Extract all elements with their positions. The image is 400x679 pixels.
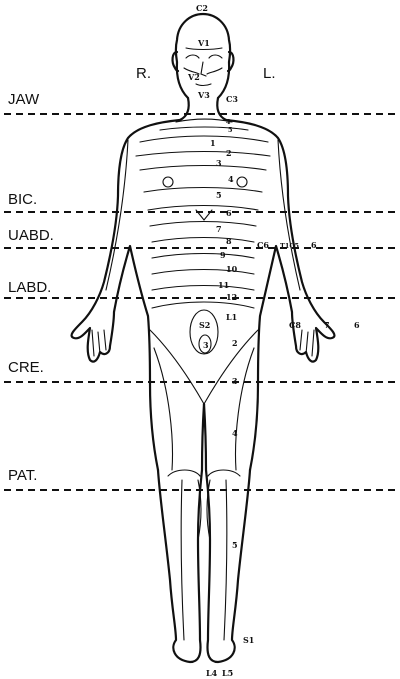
label-t4-neck: 4	[226, 118, 231, 126]
label-t5-neck: 5	[228, 126, 233, 134]
dermatome-bands	[106, 119, 300, 640]
mouth	[196, 84, 211, 86]
jaw-level-label: JAW	[8, 91, 40, 108]
label-c2: C2	[196, 3, 208, 13]
label-t10: 10	[226, 264, 238, 274]
label-l2: 2	[232, 338, 238, 348]
label-arm-6: 6	[311, 240, 317, 250]
label-s3: 3	[203, 340, 209, 350]
right-nipple	[163, 177, 173, 187]
labd-level-label: LABD.	[8, 279, 51, 296]
left-eye	[209, 55, 222, 58]
cre-level-label: CRE.	[8, 359, 44, 376]
label-t11: 11	[218, 280, 229, 290]
label-t6: 6	[226, 208, 232, 218]
label-t9: 9	[220, 250, 226, 260]
left-knee	[208, 470, 240, 476]
label-hand-6: 6	[354, 320, 360, 330]
label-l5: 5	[232, 540, 238, 550]
label-l4: 4	[232, 428, 238, 438]
label-t8: 8	[226, 236, 232, 246]
label-c7: 7	[324, 320, 330, 330]
body-outline	[72, 14, 335, 662]
left-nipple	[237, 177, 247, 187]
label-c3: C3	[226, 94, 238, 104]
label-t5: 5	[216, 190, 222, 200]
label-c6: C6	[257, 240, 269, 250]
bic-level-label: BIC.	[8, 191, 37, 208]
left-side-label: L.	[263, 65, 276, 82]
label-t12: 12	[226, 292, 237, 302]
label-foot-l5: L5	[222, 668, 233, 678]
neck-outline	[180, 98, 226, 120]
right-knee	[168, 470, 200, 476]
label-t7: 7	[216, 224, 222, 234]
trigeminal-division-lines	[184, 48, 222, 74]
label-t1c5: T1C5	[280, 242, 300, 250]
label-s2: S2	[199, 320, 210, 330]
label-t3: 3	[216, 158, 222, 168]
label-c8: C8	[289, 320, 301, 330]
nose	[201, 62, 206, 76]
label-l3: 3	[232, 376, 238, 386]
label-t1: 1	[210, 138, 216, 148]
label-l1: L1	[226, 312, 237, 322]
right-side-label: R.	[136, 65, 151, 82]
label-t4-chest: 4	[228, 174, 234, 184]
label-v1: V1	[197, 38, 210, 48]
label-s1: S1	[243, 635, 254, 645]
right-eye	[186, 55, 199, 58]
dermatome-labels: C2 V1 V2 V3 C3 4 5 1 2 3 4 5 6 7 8 9 10 …	[187, 3, 360, 678]
label-v2: V2	[187, 72, 200, 82]
label-v3: V3	[197, 90, 210, 100]
label-foot-l4: L4	[206, 668, 218, 678]
uabd-level-label: UABD.	[8, 227, 54, 244]
label-t2: 2	[226, 148, 232, 158]
pat-level-label: PAT.	[8, 467, 37, 484]
